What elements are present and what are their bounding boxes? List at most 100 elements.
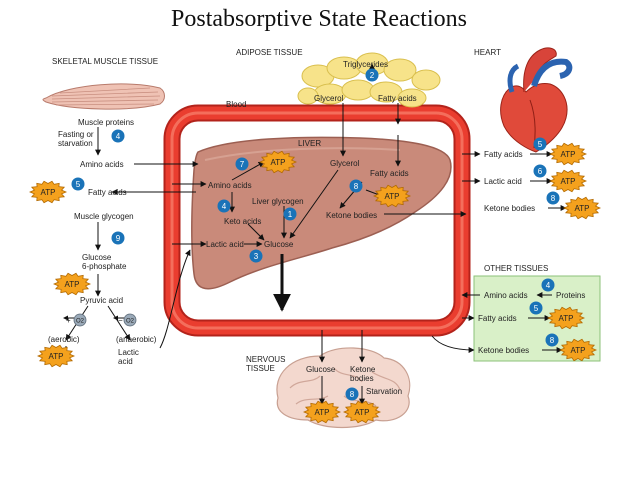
atp-other-ketone-burst-label: ATP <box>571 346 586 355</box>
atp-heart-lactic-burst-label: ATP <box>561 177 576 186</box>
triglycerides-label: Triglycerides <box>343 60 388 69</box>
heart-lactic-acid-label: Lactic acid <box>484 177 522 186</box>
heart-illustration <box>500 47 573 153</box>
step-badge-b4b: 4 <box>217 199 231 213</box>
keto-acids-label: Keto acids <box>224 217 261 226</box>
adipose-fatty-acids-label: Fatty acids <box>378 94 417 103</box>
step-badge-b8d: 8 <box>345 387 359 401</box>
step-badge-b8b: 8 <box>546 191 560 205</box>
skeletal-muscle-illustration <box>42 83 165 110</box>
atp-heart-lactic-burst: ATP <box>548 169 588 193</box>
other-fatty-acids-label: Fatty acids <box>478 314 517 323</box>
step-badge-b4a: 4 <box>111 129 125 143</box>
atp-brain-glucose-burst-label: ATP <box>315 408 330 417</box>
liver-amino-acids-label: Amino acids <box>208 181 252 190</box>
arrows <box>63 63 567 405</box>
atp-other-fatty-burst: ATP <box>546 306 586 330</box>
atp-brain-glucose-burst: ATP <box>302 400 342 424</box>
liver-lactic-acid-label: Lactic acid <box>206 240 244 249</box>
liver-ketone-bodies-label: Ketone bodies <box>326 211 377 220</box>
atp-brain-ketone-burst: ATP <box>342 400 382 424</box>
atp-other-fatty-burst-label: ATP <box>559 314 574 323</box>
heart-ketone-bodies-label: Ketone bodies <box>484 204 535 213</box>
step-badge-b1-number: 1 <box>288 210 293 219</box>
atp-liver-fatty-burst: ATP <box>372 184 412 208</box>
heart-heading: HEART <box>474 48 501 57</box>
step-badge-b2-number: 2 <box>370 71 375 80</box>
step-badge-b7-number: 7 <box>240 160 245 169</box>
starvation-label: Starvation <box>366 387 402 396</box>
oxygen-icon-minus: O2 <box>123 313 137 327</box>
atp-heart-fatty-burst: ATP <box>548 142 588 166</box>
atp-liver-burst-label: ATP <box>271 158 286 167</box>
aerobic-label: (aerobic) <box>48 335 80 344</box>
step-badge-b6-number: 6 <box>538 167 543 176</box>
step-badge-b5b-number: 5 <box>538 140 543 149</box>
step-badge-b9-number: 9 <box>116 234 121 243</box>
svg-text:O2: O2 <box>126 319 135 325</box>
skeletal-muscle-heading: SKELETAL MUSCLE TISSUE <box>52 57 158 66</box>
heart-fatty-acids-label: Fatty acids <box>484 150 523 159</box>
atp-brain-ketone-burst-label: ATP <box>355 408 370 417</box>
step-badge-b5c: 5 <box>529 301 543 315</box>
muscle-amino-acids-label: Amino acids <box>80 160 124 169</box>
oxygen-icon-plus: O2 <box>73 313 87 327</box>
pyruvic-acid-label: Pyruvic acid <box>80 296 123 305</box>
liver-shape <box>190 136 452 290</box>
adipose-heading: ADIPOSE TISSUE <box>236 48 303 57</box>
blood-label: Blood <box>226 100 246 109</box>
nervous-glucose-label: Glucose <box>306 365 336 374</box>
atp-liver-fatty-burst-label: ATP <box>385 192 400 201</box>
muscle-glycogen-label: Muscle glycogen <box>74 212 134 221</box>
step-badge-b4c: 4 <box>541 278 555 292</box>
other-ketone-bodies-label: Ketone bodies <box>478 346 529 355</box>
liver-glycerol-label: Glycerol <box>330 159 360 168</box>
atp-layer: ATP ATP ATP ATP ATP ATP ATP ATP ATP ATP ATP ATP <box>28 142 602 424</box>
anaerobic-label: (anaerobic) <box>116 335 157 344</box>
atp-other-ketone-burst: ATP <box>558 338 598 362</box>
atp-muscle-fatty-burst-label: ATP <box>41 188 56 197</box>
atp-heart-fatty-burst-label: ATP <box>561 150 576 159</box>
step-badge-b1: 1 <box>283 207 297 221</box>
step-badge-b8a: 8 <box>349 179 363 193</box>
step-badge-b8d-number: 8 <box>350 390 355 399</box>
other-amino-acids-label: Amino acids <box>484 291 528 300</box>
step-badge-b4b-number: 4 <box>222 202 227 211</box>
atp-liver-burst: ATP <box>258 150 298 174</box>
step-badge-b8b-number: 8 <box>551 194 556 203</box>
step-badge-b7: 7 <box>235 157 249 171</box>
other-tissues-heading: OTHER TISSUES <box>484 264 548 273</box>
step-badge-b3-number: 3 <box>254 252 259 261</box>
liver-glycogen-label: Liver glycogen <box>252 197 304 206</box>
step-badge-b2: 2 <box>365 68 379 82</box>
step-badge-b5b: 5 <box>533 137 547 151</box>
atp-aerobic-burst-label: ATP <box>49 352 64 361</box>
step-badge-b8c: 8 <box>545 333 559 347</box>
step-badge-b9: 9 <box>111 231 125 245</box>
muscle-proteins-label: Muscle proteins <box>78 118 134 127</box>
other-proteins-label: Proteins <box>556 291 585 300</box>
svg-text:O2: O2 <box>76 319 85 325</box>
step-badge-b4c-number: 4 <box>546 281 551 290</box>
atp-heart-ketone-burst-label: ATP <box>575 204 590 213</box>
minus-sign: − <box>118 316 123 325</box>
page-title: Postabsorptive State Reactions <box>171 6 467 32</box>
step-badge-b5a-number: 5 <box>76 180 81 189</box>
step-badge-b6: 6 <box>533 164 547 178</box>
step-badge-b5c-number: 5 <box>534 304 539 313</box>
adipose-glycerol-label: Glycerol <box>314 94 344 103</box>
atp-glycolysis-burst: ATP <box>52 272 92 296</box>
step-badge-b4a-number: 4 <box>116 132 121 141</box>
badge-layer: 2 4 5 9 7 4 1 3 8 5 6 8 4 5 8 8 <box>71 68 560 401</box>
step-badge-b8c-number: 8 <box>550 336 555 345</box>
liver-glucose-label: Glucose <box>264 240 294 249</box>
atp-aerobic-burst: ATP <box>36 344 76 368</box>
atp-heart-ketone-burst: ATP <box>562 196 602 220</box>
